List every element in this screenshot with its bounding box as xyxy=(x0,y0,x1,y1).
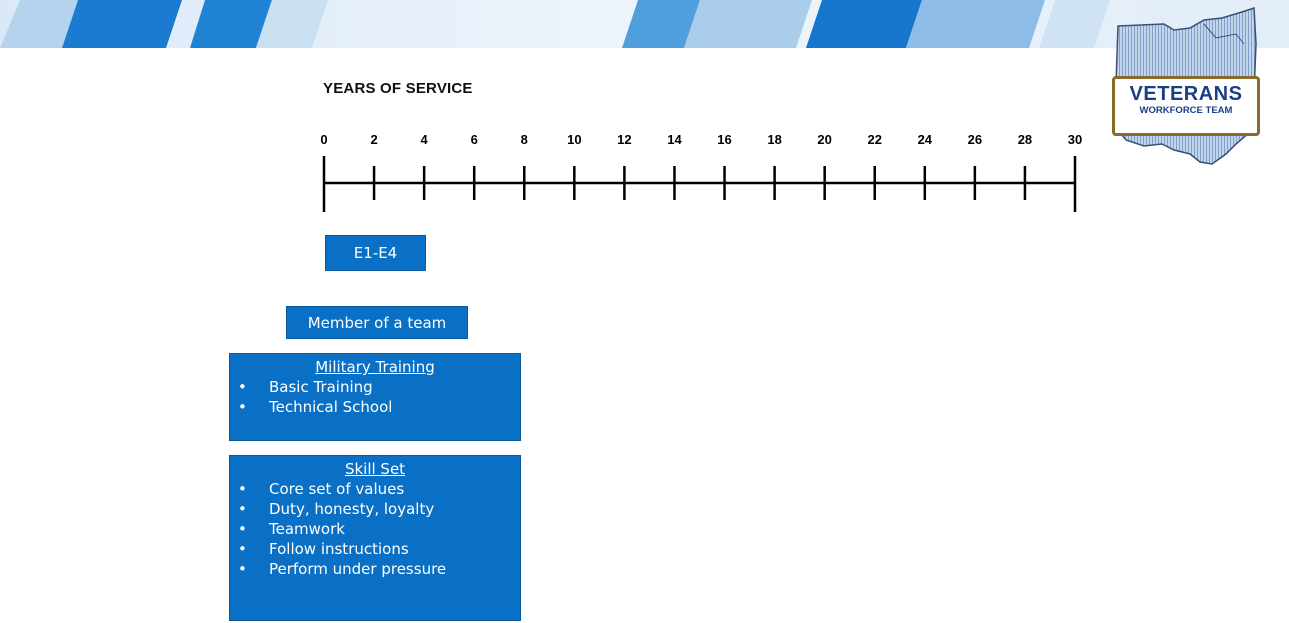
rank-box: E1-E4 xyxy=(325,235,426,271)
logo-wordmark: VETERANS WORKFORCE TEAM xyxy=(1112,76,1260,136)
role-box: Member of a team xyxy=(286,306,468,339)
military-training-box: Military Training Basic Training Technic… xyxy=(229,353,521,441)
timeline-tick-label: 8 xyxy=(521,132,528,147)
logo-line1: VETERANS xyxy=(1129,83,1243,105)
logo-line2: WORKFORCE TEAM xyxy=(1139,105,1233,116)
timeline-tick-label: 28 xyxy=(1018,132,1032,147)
list-item: Core set of values xyxy=(238,479,520,499)
timeline-tick-label: 20 xyxy=(817,132,831,147)
timeline-tick-label: 10 xyxy=(567,132,581,147)
timeline-tick-label: 18 xyxy=(767,132,781,147)
veterans-workforce-team-logo: VETERANS WORKFORCE TEAM xyxy=(1104,4,1264,174)
timeline-tick-label: 22 xyxy=(867,132,881,147)
timeline-tick-label: 14 xyxy=(667,132,682,147)
timeline-tick-label: 12 xyxy=(617,132,631,147)
timeline-tick-label: 0 xyxy=(320,132,327,147)
list-item: Follow instructions xyxy=(238,539,520,559)
rank-label: E1-E4 xyxy=(353,244,398,262)
skill-set-box: Skill Set Core set of values Duty, hones… xyxy=(229,455,521,621)
timeline-tick-label: 4 xyxy=(421,132,429,147)
timeline-tick-label: 6 xyxy=(471,132,478,147)
timeline-tick-label: 26 xyxy=(968,132,982,147)
page-heading: YEARS OF SERVICE xyxy=(323,80,473,97)
military-training-list: Basic Training Technical School xyxy=(230,377,520,417)
military-training-title: Military Training xyxy=(315,358,435,376)
timeline-tick-label: 30 xyxy=(1068,132,1082,147)
role-label: Member of a team xyxy=(307,313,447,332)
timeline-tick-label: 24 xyxy=(918,132,933,147)
skill-set-title: Skill Set xyxy=(344,460,406,478)
list-item: Duty, honesty, loyalty xyxy=(238,499,520,519)
list-item: Teamwork xyxy=(238,519,520,539)
skill-set-list: Core set of values Duty, honesty, loyalt… xyxy=(230,479,520,579)
list-item: Basic Training xyxy=(238,377,520,397)
list-item: Perform under pressure xyxy=(238,559,520,579)
list-item: Technical School xyxy=(238,397,520,417)
header-banner xyxy=(0,0,1289,48)
timeline-tick-label: 2 xyxy=(370,132,377,147)
timeline-tick-label: 16 xyxy=(717,132,731,147)
